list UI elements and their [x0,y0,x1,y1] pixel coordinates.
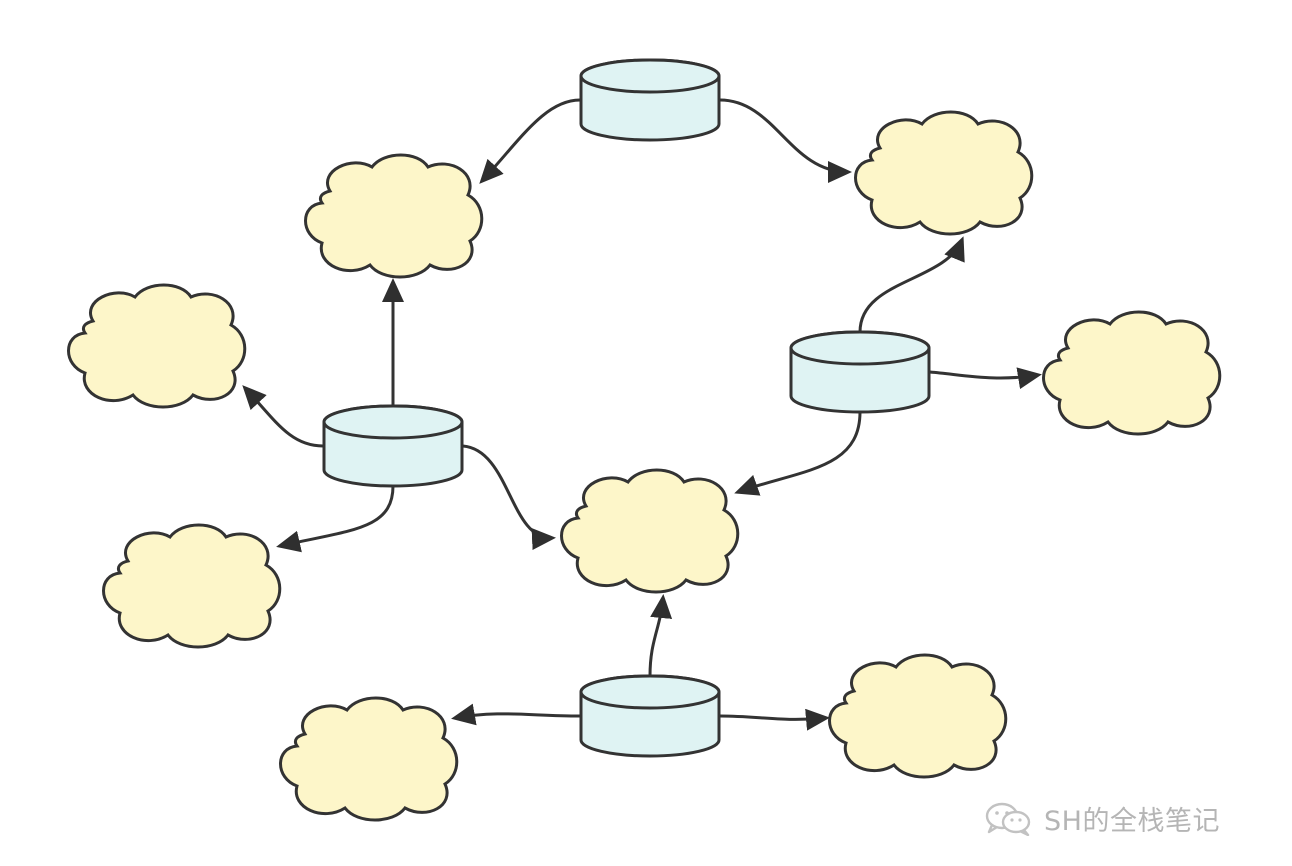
edges-layer [242,98,1042,731]
cloud-bottom-left-cloud-icon [281,698,457,820]
edge-db-left-to-cloud-left-lower [276,485,395,553]
watermark: SH的全栈笔记 [982,800,1220,837]
edge-db-bottom-to-cloud-center [648,594,673,677]
edge-db-bottom-to-cloud-bottom-right [719,708,830,731]
watermark-text: SH的全栈笔记 [1044,805,1220,837]
db-top-database-icon [579,58,721,142]
edge-db-right-to-cloud-right [929,367,1042,390]
edge-db-bottom-to-cloud-bottom-left [451,703,581,726]
edge-db-left-to-cloud-center [462,444,556,550]
db-left-database-icon [322,404,464,488]
cloud-top-right-cloud-icon [856,112,1032,234]
cloud-bottom-right-cloud-icon [830,655,1006,777]
db-bottom-database-icon [579,674,721,758]
cloud-far-left-cloud-icon [69,285,245,407]
edge-db-top-to-cloud-top-left [479,98,581,184]
cloud-right-cloud-icon [1044,312,1220,434]
db-right-database-icon [789,330,931,414]
edge-db-right-to-cloud-center [734,411,862,496]
edge-db-top-to-cloud-top-right [719,98,852,183]
nodes-layer [69,58,1220,820]
edge-db-left-to-cloud-far-left [242,385,324,448]
cloud-center-cloud-icon [562,470,738,592]
wechat-icon [985,802,1031,836]
cloud-left-lower-cloud-icon [104,525,280,647]
cloud-top-left-cloud-icon [306,155,482,277]
edge-db-right-to-cloud-top-right [858,236,965,333]
